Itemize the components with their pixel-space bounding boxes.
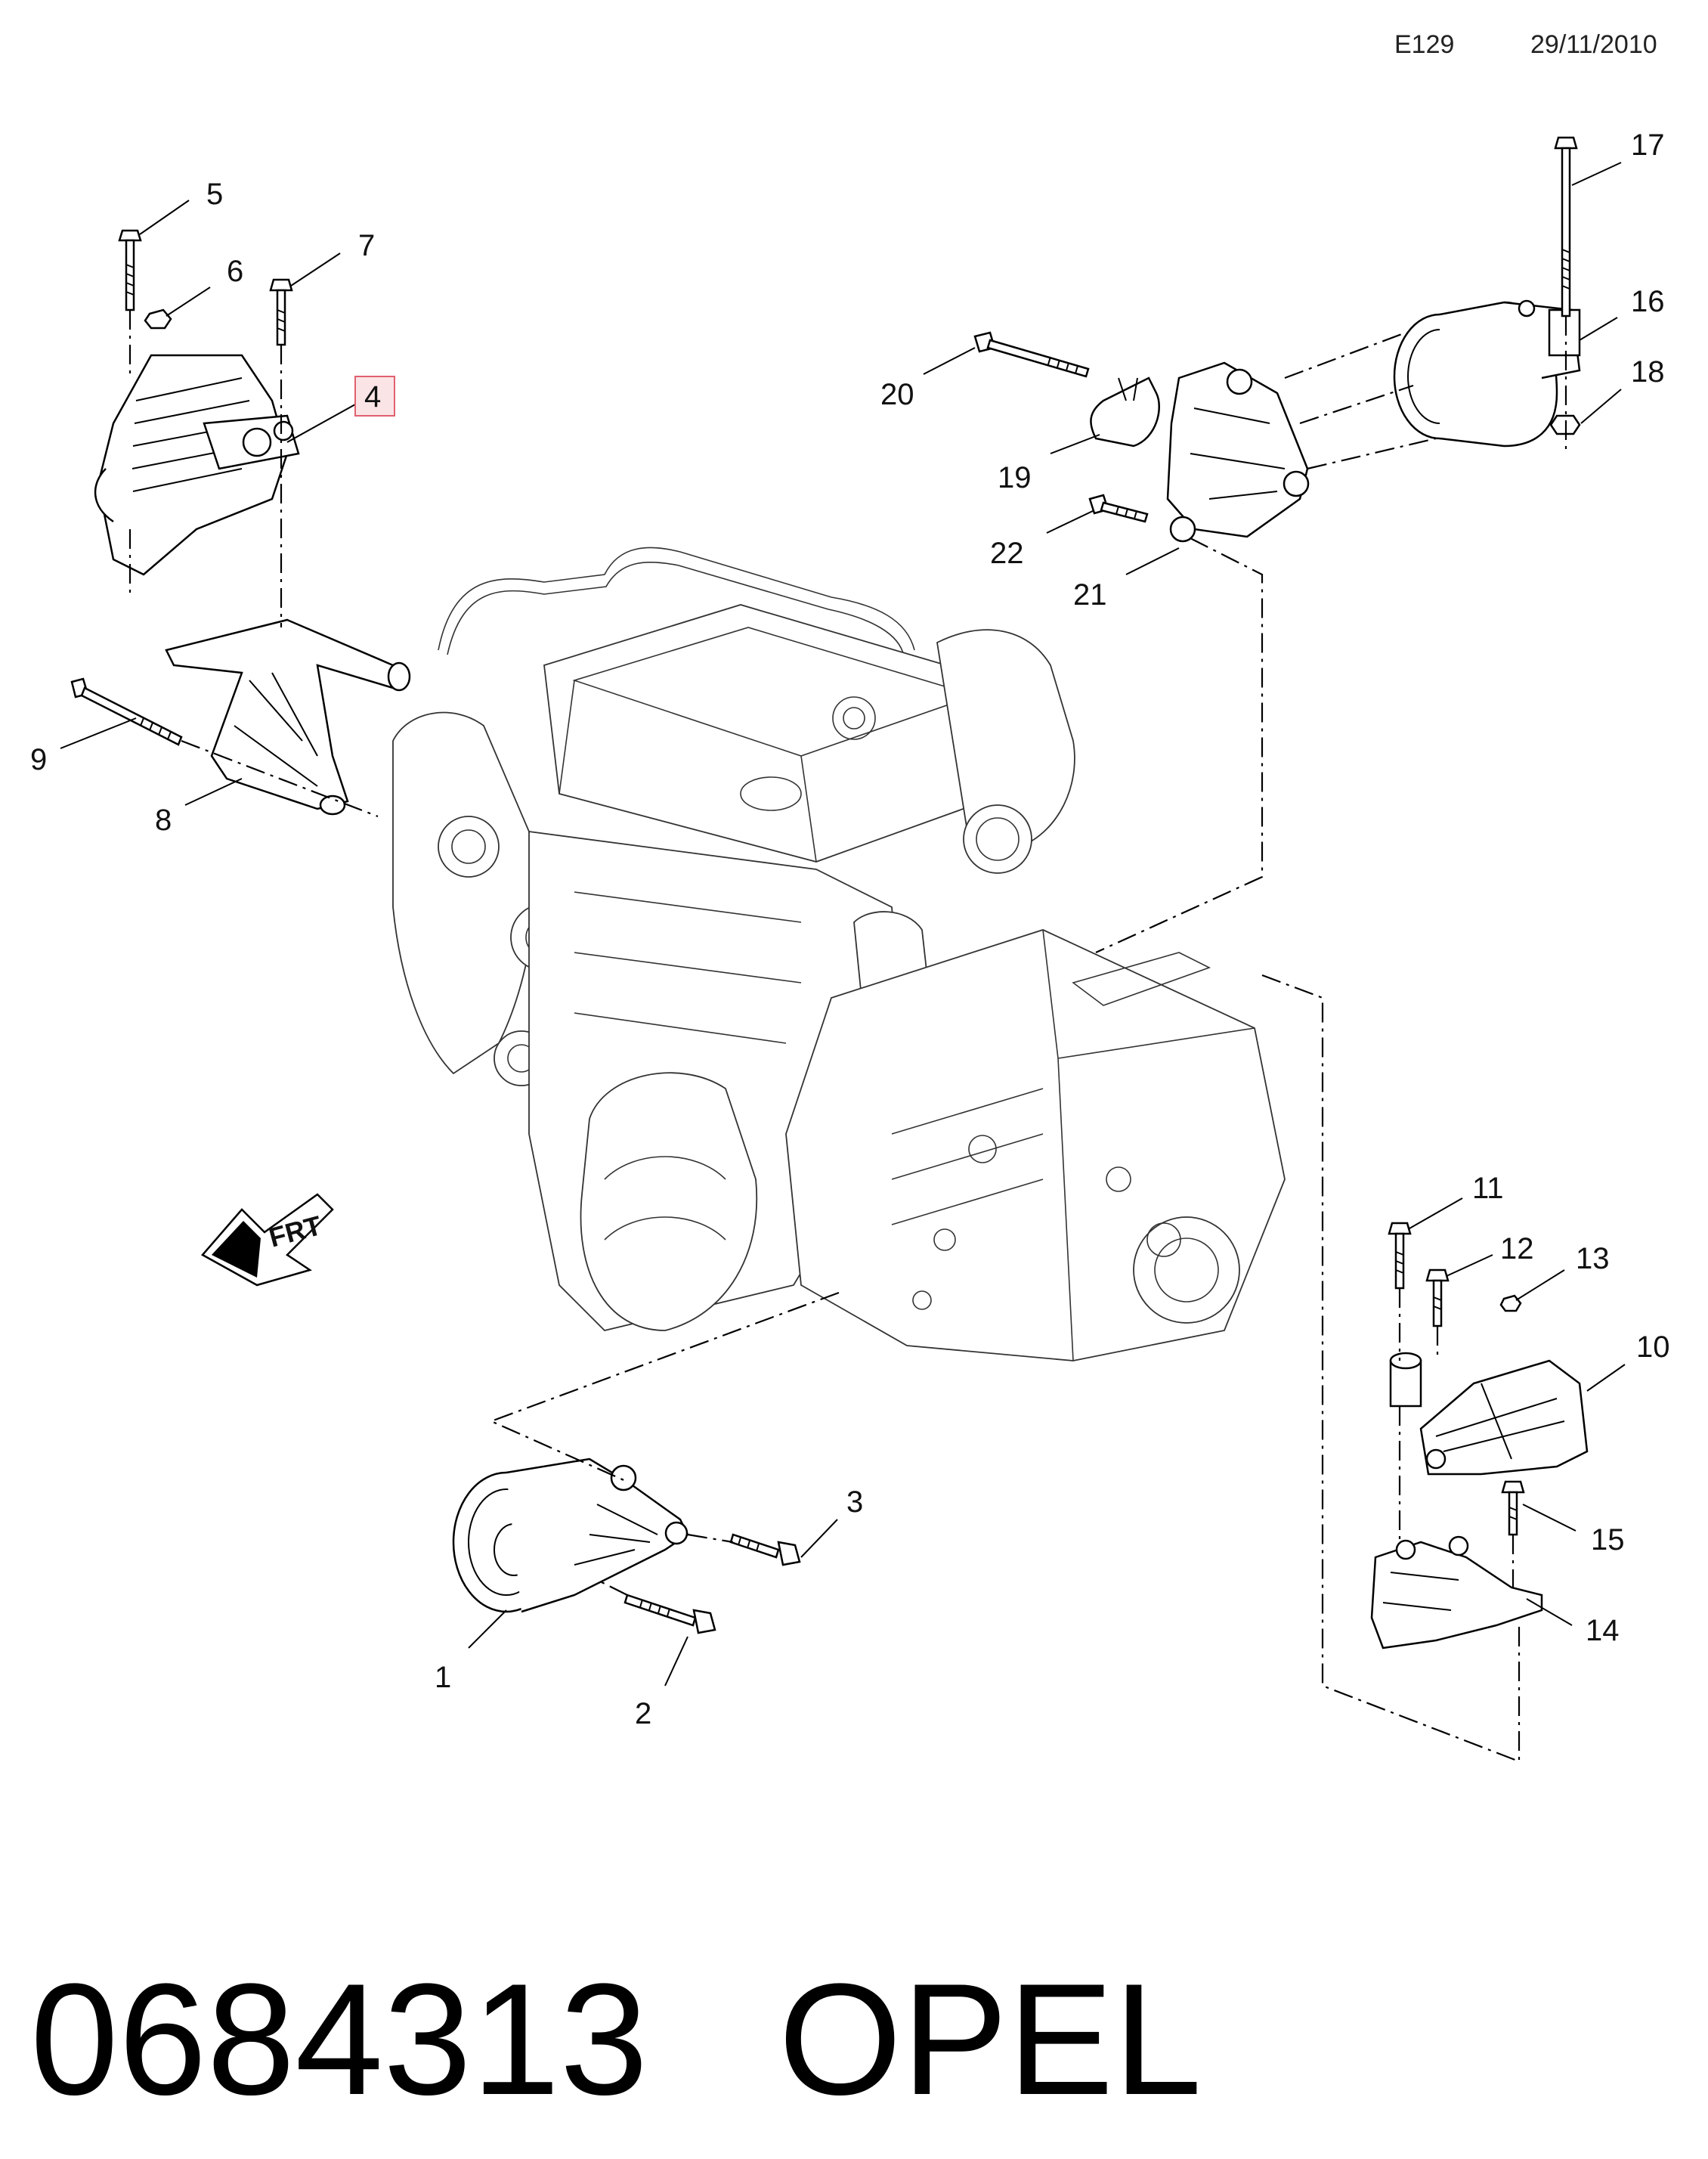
diagram-date: 29/11/2010	[1530, 30, 1657, 59]
bracket-8	[165, 618, 411, 816]
bolt-7	[269, 278, 293, 346]
torque-rod-mount-1	[452, 1457, 689, 1613]
bolt-22	[1088, 494, 1149, 523]
callout-5: 5	[139, 178, 223, 235]
callout-7: 7	[290, 229, 375, 287]
callout-9: 9	[30, 717, 137, 776]
bolt-12	[1425, 1268, 1450, 1327]
nut-13	[1499, 1294, 1522, 1312]
svg-text:11: 11	[1472, 1172, 1504, 1205]
assembly-line-21-gearbox	[1095, 537, 1264, 954]
svg-text:14: 14	[1586, 1614, 1620, 1647]
callout-20: 20	[880, 347, 976, 411]
callout-17: 17	[1571, 129, 1665, 186]
svg-text:15: 15	[1591, 1523, 1625, 1557]
svg-text:7: 7	[358, 229, 375, 262]
svg-text:13: 13	[1576, 1242, 1610, 1275]
callout-12: 12	[1446, 1232, 1534, 1277]
svg-text:20: 20	[880, 378, 914, 411]
bolt-2	[623, 1594, 716, 1634]
callout-3: 3	[800, 1485, 863, 1558]
svg-text:2: 2	[635, 1697, 651, 1730]
nut-6	[144, 308, 172, 330]
callout-4: 4	[286, 376, 395, 443]
assembly-lines-16-21	[1284, 331, 1437, 470]
callout-19: 19	[998, 434, 1100, 494]
callout-18: 18	[1580, 355, 1665, 424]
assembly-lines-10-15	[1398, 1288, 1515, 1588]
callout-14: 14	[1526, 1598, 1620, 1647]
assembly-line-1-gearbox	[489, 1291, 840, 1483]
callout-15: 15	[1522, 1504, 1625, 1557]
svg-text:21: 21	[1073, 578, 1107, 612]
bracket-14	[1370, 1535, 1543, 1649]
svg-text:16: 16	[1631, 285, 1665, 318]
bolt-20	[973, 331, 1090, 378]
highlight-box	[354, 376, 395, 417]
svg-text:4: 4	[364, 380, 381, 414]
bolt-9	[70, 677, 183, 746]
bolt-15	[1501, 1480, 1525, 1536]
shim-19	[1090, 376, 1160, 448]
bracket-21	[1166, 361, 1310, 543]
svg-text:3: 3	[846, 1485, 863, 1519]
svg-text:5: 5	[206, 178, 223, 211]
callout-10: 10	[1586, 1330, 1670, 1392]
svg-text:9: 9	[30, 743, 47, 776]
svg-text:1: 1	[435, 1661, 451, 1694]
svg-text:22: 22	[990, 537, 1024, 570]
engine-gearbox-assembly	[392, 547, 1286, 1361]
callout-1: 1	[435, 1609, 507, 1694]
bolt-5	[118, 229, 142, 311]
direction-label: FRT	[265, 1210, 324, 1253]
callout-8: 8	[155, 778, 243, 837]
transmission-mount-10	[1389, 1352, 1589, 1476]
svg-text:6: 6	[227, 255, 243, 288]
engine-mount-upper-left	[94, 354, 300, 576]
part-number: 0684313	[30, 1950, 648, 2128]
svg-text:12: 12	[1500, 1232, 1534, 1265]
bolt-17	[1554, 136, 1578, 318]
callout-13: 13	[1515, 1242, 1610, 1301]
svg-text:8: 8	[155, 804, 172, 837]
svg-text:17: 17	[1631, 129, 1665, 162]
assembly-line-10-gearbox	[1261, 974, 1521, 1763]
callout-2: 2	[635, 1636, 688, 1730]
callout-21: 21	[1073, 547, 1180, 612]
mount-16	[1393, 299, 1581, 448]
diagram-code: E129	[1394, 30, 1454, 59]
assembly-line-9	[181, 739, 379, 818]
callout-11: 11	[1409, 1172, 1504, 1229]
direction-arrow-icon: FRT	[201, 1193, 334, 1287]
bolt-11	[1388, 1222, 1412, 1290]
callout-22: 22	[990, 510, 1095, 570]
callout-16: 16	[1579, 285, 1665, 341]
bolt-3	[729, 1533, 801, 1566]
assembly-lines-1-bolts	[596, 1533, 734, 1596]
svg-text:19: 19	[998, 461, 1032, 494]
brand-name: OPEL	[778, 1950, 1202, 2128]
svg-text:10: 10	[1636, 1330, 1670, 1364]
callout-6: 6	[166, 255, 243, 317]
svg-text:18: 18	[1631, 355, 1665, 389]
